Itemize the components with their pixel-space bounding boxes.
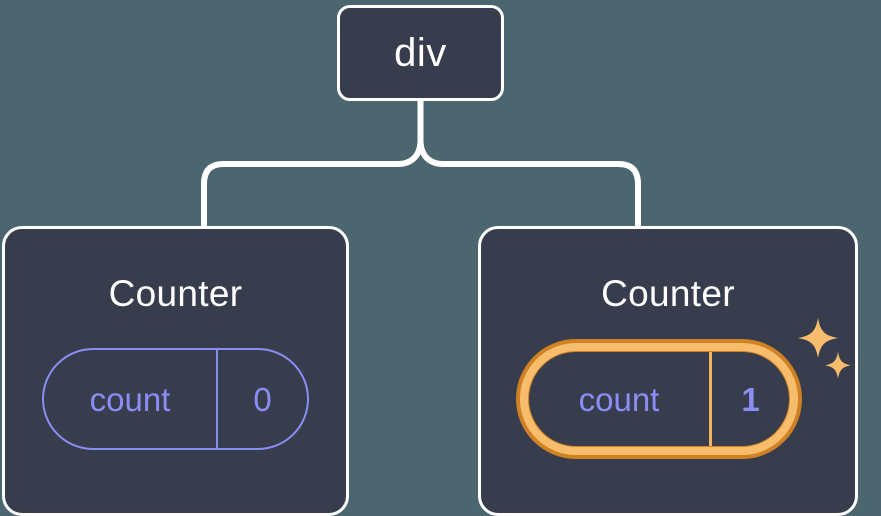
state-pill-right-highlight[interactable]: count 1 bbox=[516, 339, 802, 459]
counter-left-title: Counter bbox=[108, 273, 243, 314]
highlight-ring-inner bbox=[520, 343, 798, 455]
connector-drop-left bbox=[201, 161, 227, 229]
state-pill-right[interactable]: count 1 bbox=[529, 352, 789, 446]
diagram-canvas: div Counter count 0 Counter count 1 bbox=[2, 5, 858, 516]
state-value-left: 0 bbox=[253, 380, 272, 418]
state-key-left: count bbox=[89, 380, 171, 418]
connector-split-left bbox=[221, 137, 424, 167]
connector-split-right bbox=[417, 137, 621, 167]
node-root-div[interactable]: div bbox=[337, 5, 504, 101]
state-pill-left[interactable]: count 0 bbox=[42, 348, 309, 450]
state-divider-left bbox=[216, 350, 218, 448]
root-label: div bbox=[394, 31, 447, 75]
state-divider-right bbox=[709, 352, 712, 446]
state-key-right: count bbox=[578, 380, 660, 418]
state-value-right: 1 bbox=[741, 380, 760, 418]
counter-right-title: Counter bbox=[601, 273, 735, 314]
connector-drop-right bbox=[615, 161, 641, 229]
